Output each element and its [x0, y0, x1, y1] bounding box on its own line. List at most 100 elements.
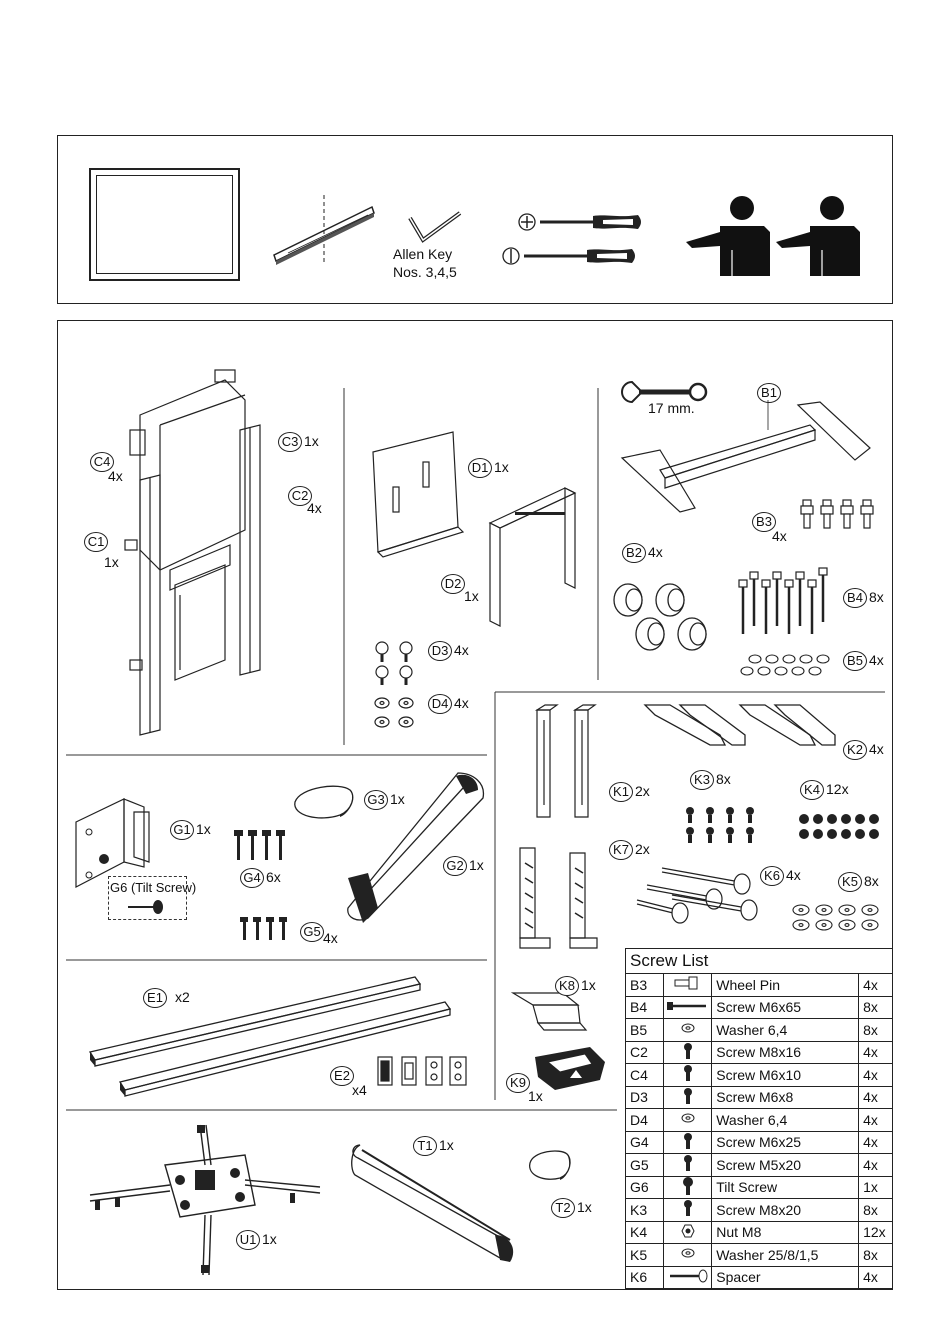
part-qty-K9: 1x: [528, 1088, 543, 1104]
part-label-C4: C4: [90, 452, 114, 472]
screw-qty: 4x: [858, 1108, 893, 1132]
g1-bracket-illustration: [75, 798, 150, 888]
t2-cap-illustration: [529, 1150, 571, 1180]
washer-icon: [662, 1108, 713, 1132]
screw-code: K4: [625, 1220, 664, 1244]
screw-name: Washer 25/8/1,5: [711, 1243, 860, 1267]
allen-key-sizes: Nos. 3,4,5: [393, 264, 457, 280]
screw-name: Screw M8x20: [711, 1198, 860, 1222]
screw-name: Screw M6x10: [711, 1063, 860, 1087]
screw-code: K5: [625, 1243, 664, 1267]
screw-qty: 4x: [858, 1085, 893, 1109]
part-qty-C2: 4x: [307, 500, 322, 516]
screw-icon: [662, 1063, 713, 1087]
screw-qty: 4x: [858, 1265, 893, 1289]
screw-name: Washer 6,4: [711, 1108, 860, 1132]
screw-qty: 4x: [858, 973, 893, 997]
screw-code: K3: [625, 1198, 664, 1222]
screw-name: Nut M8: [711, 1220, 860, 1244]
g6-tilt-screw-label: G6 (Tilt Screw): [110, 880, 197, 895]
d3-screws-icon: [375, 641, 413, 685]
part-qty-B3: 4x: [772, 528, 787, 544]
screw-code: C2: [625, 1040, 664, 1064]
screw-name: Screw M8x16: [711, 1040, 860, 1064]
screw-name: Screw M6x25: [711, 1130, 860, 1154]
screw-code: G5: [625, 1153, 664, 1177]
screw-qty: 8x: [858, 1018, 893, 1042]
screw-code: G4: [625, 1130, 664, 1154]
nut-icon: [662, 1220, 713, 1244]
tilt-screw-icon: [662, 1175, 713, 1199]
back-plate-illustration: [372, 431, 465, 558]
part-label-K9: K9: [506, 1073, 530, 1093]
screw-code: K6: [625, 1265, 664, 1289]
k2-brackets-illustration: [643, 704, 836, 746]
part-label-B3: B3: [752, 512, 776, 532]
washer-icon: [662, 1243, 713, 1267]
g2-profile-illustration: [347, 772, 485, 923]
t1-profile-illustration: [351, 1144, 514, 1262]
washer-icon: [662, 1018, 713, 1042]
screw-name: Screw M6x8: [711, 1085, 860, 1109]
part-label-C1: C1: [84, 532, 108, 552]
b4-long-screws-icon: [738, 567, 828, 634]
wrench-size-label: 17 mm.: [648, 400, 695, 416]
column-stand-illustration: [124, 369, 261, 736]
k9-remote-illustration: [535, 1047, 605, 1090]
part-label-D2: D2: [441, 574, 465, 594]
screw-code: G6: [625, 1175, 664, 1199]
flat-screwdriver-icon: [502, 247, 635, 265]
screw-icon: [662, 1153, 713, 1177]
screw-qty: 4x: [858, 1063, 893, 1087]
parts-panel: [57, 320, 893, 1290]
k4-nuts-icon: [799, 814, 879, 839]
screw-qty: 8x: [858, 995, 893, 1019]
g3-cap-illustration: [294, 785, 354, 819]
screw-icon: [662, 1085, 713, 1109]
spirit-level-icon: [273, 195, 375, 265]
part-label-E2: E2: [330, 1066, 354, 1086]
part-qty-E2: x4: [352, 1082, 367, 1098]
e2-clips-illustration: [377, 1056, 467, 1086]
screw-qty: 4x: [858, 1130, 893, 1154]
screw-code: D3: [625, 1085, 664, 1109]
screw-name: Tilt Screw: [711, 1175, 860, 1199]
screw-icon: [662, 1198, 713, 1222]
screw-qty: 4x: [858, 1040, 893, 1064]
screw-qty: 8x: [858, 1198, 893, 1222]
screen-frame-illustration: [89, 168, 240, 281]
screw-name: Screw M6x65: [711, 995, 860, 1019]
screw-qty: 8x: [858, 1243, 893, 1267]
wheel-pin-icon: [662, 973, 713, 997]
part-qty-D2: 1x: [464, 588, 479, 604]
screw-code: B5: [625, 1018, 664, 1042]
screw-name: Spacer: [711, 1265, 860, 1289]
screw-icon: [662, 1040, 713, 1064]
part-qty-C4: 4x: [108, 468, 123, 484]
phillips-screwdriver-icon: [518, 213, 641, 231]
u1-mount-illustration: [89, 1124, 321, 1276]
